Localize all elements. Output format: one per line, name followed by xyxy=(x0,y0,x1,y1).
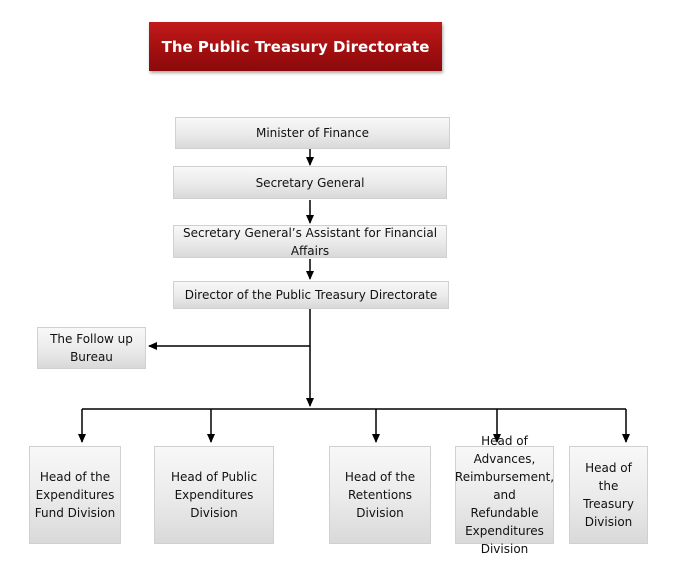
director-label: Director of the Public Treasury Director… xyxy=(184,288,438,302)
follow-up-bureau-box: The Follow up Bureau xyxy=(37,327,146,369)
division-label-line: Expenditures xyxy=(35,488,115,502)
bureau-label-line-1: The Follow up xyxy=(50,332,133,346)
division-label-line: Expenditures xyxy=(174,488,254,502)
division-label-line: Head of the xyxy=(39,470,111,484)
division-label-line: Division xyxy=(190,506,238,520)
division-box-retentions: Head of the Retentions Division xyxy=(329,446,431,544)
division-label-line: Division xyxy=(356,506,404,520)
division-label-line: and Refundable xyxy=(470,488,539,520)
division-box-advances: Head of Advances, Reimbursement, and Ref… xyxy=(454,434,555,556)
division-label-line: Division xyxy=(584,515,633,529)
assistant-label: Secretary General’s Assistant for Financ… xyxy=(182,225,438,258)
secretary-general-box: Secretary General xyxy=(173,166,447,199)
division-label-line: Reimbursement, xyxy=(454,470,555,484)
division-label-line: Fund Division xyxy=(34,506,116,520)
division-label-line: Head of the xyxy=(344,470,416,484)
division-box-public-expenditures: Head of Public Expenditures Division xyxy=(154,446,274,544)
secretary-general-label: Secretary General xyxy=(255,175,365,190)
division-label-line: Head of the xyxy=(585,461,632,493)
bureau-label-line-2: Bureau xyxy=(70,350,113,364)
division-label-line: Head of Public xyxy=(170,470,258,484)
minister-label: Minister of Finance xyxy=(255,126,369,140)
division-label-line: Division xyxy=(480,542,529,556)
minister-box: Minister of Finance xyxy=(175,117,450,149)
division-label-line: Head of Advances, xyxy=(473,434,536,466)
division-label-line: Retentions xyxy=(347,488,413,502)
diagram-title: The Public Treasury Directorate xyxy=(149,22,442,71)
division-label-line: Treasury xyxy=(583,497,634,511)
division-box-treasury: Head of the Treasury Division xyxy=(569,446,648,544)
assistant-box: Secretary General’s Assistant for Financ… xyxy=(173,225,447,258)
division-label-line: Expenditures xyxy=(465,524,544,538)
director-box: Director of the Public Treasury Director… xyxy=(173,281,449,309)
division-box-expenditures-fund: Head of the Expenditures Fund Division xyxy=(29,446,121,544)
